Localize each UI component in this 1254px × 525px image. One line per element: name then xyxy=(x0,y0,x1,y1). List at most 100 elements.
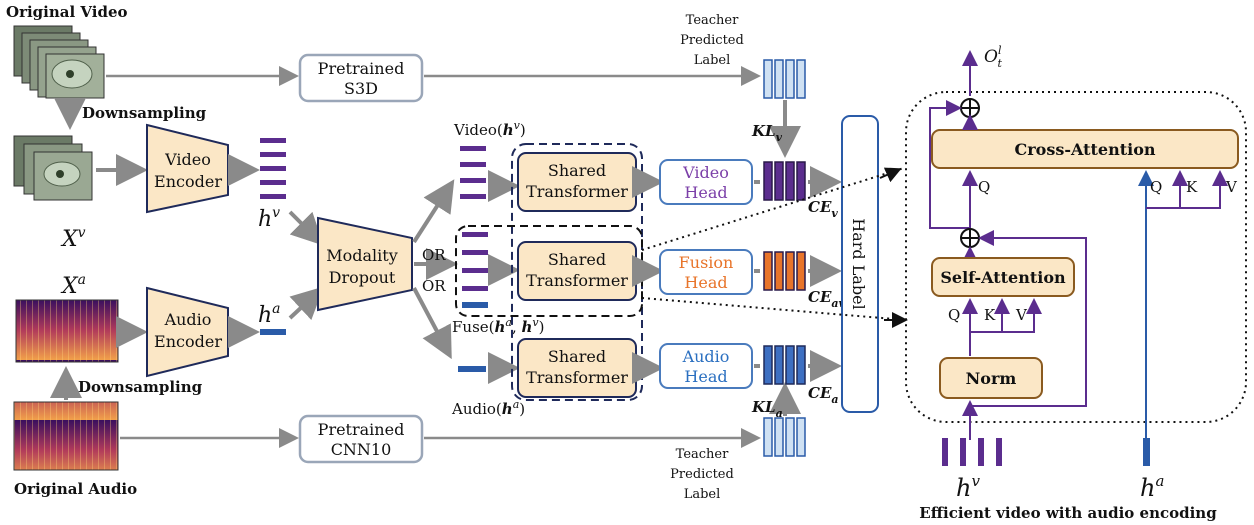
norm-label: Norm xyxy=(966,369,1017,388)
self-q-label: Q xyxy=(948,306,960,324)
modality-dropout-block xyxy=(317,216,413,312)
original-video-label: Original Video xyxy=(6,3,128,21)
hard-label-box xyxy=(841,115,879,413)
hv-token-stack xyxy=(260,138,286,199)
pretrained-cnn10-line1: Pretrained xyxy=(318,420,405,439)
dropout-to-video-arrow xyxy=(412,179,455,244)
h-v-symbol: hv xyxy=(258,205,280,232)
cross-v-branch xyxy=(1146,170,1228,209)
kl-v-label: KLv xyxy=(751,122,783,144)
video-encoder-block xyxy=(146,123,229,214)
video-pred-bars xyxy=(763,161,806,201)
fusion-head-line1: Fusion xyxy=(679,253,734,272)
teacher-top-line3: Label xyxy=(694,53,731,68)
fusion-head-line2: Head xyxy=(684,273,727,292)
video-encoder-line2: Encoder xyxy=(154,172,222,191)
detail-caption: Efficient video with audio encoding xyxy=(919,504,1217,522)
video-encoder-line1: Video xyxy=(164,150,211,169)
audio-branch-token xyxy=(458,366,486,372)
ha-to-dropout-arrow xyxy=(288,286,324,321)
teacher-top-line1: Teacher xyxy=(686,13,739,28)
audio-branch-label: Audio(ha) xyxy=(451,398,525,418)
or-label-1: OR xyxy=(422,246,446,264)
audio-encoder-line1: Audio xyxy=(164,310,212,329)
video-head-line2: Head xyxy=(684,183,727,202)
downsampled-video-frames xyxy=(13,135,93,201)
teacher-bottom-line2: Predicted xyxy=(670,467,734,482)
teacher-top-line2: Predicted xyxy=(680,33,744,48)
x-v-symbol: Xv xyxy=(60,225,86,252)
self-attention-label: Self-Attention xyxy=(940,268,1066,287)
teacher-top-bars xyxy=(763,59,806,99)
downsampled-spectrogram xyxy=(15,299,119,363)
self-attention-block xyxy=(931,257,1075,297)
video-branch-tokens xyxy=(460,146,486,199)
cross-attention-label: Cross-Attention xyxy=(1015,140,1156,159)
audio-encoder-line2: Encoder xyxy=(154,332,222,351)
audio-head-box xyxy=(659,343,753,389)
modality-dropout-line2: Dropout xyxy=(329,268,396,287)
pretrained-s3d-box xyxy=(298,53,424,103)
dropout-to-audio-arrow xyxy=(412,287,452,360)
h-a-symbol: ha xyxy=(258,301,281,328)
detail-hv-tokens xyxy=(942,438,1002,466)
modality-dropout-line1: Modality xyxy=(326,246,398,265)
self-k-label: K xyxy=(984,306,996,324)
hv-to-dropout-arrow xyxy=(288,210,324,246)
ce-v-label: CEv xyxy=(808,198,838,220)
kl-a-label: KLa xyxy=(751,398,783,420)
shared-transformer-video-line1: Shared xyxy=(548,161,606,180)
shared-transformer-fuse-line1: Shared xyxy=(548,250,606,269)
shared-transformer-video-line2: Transformer xyxy=(526,182,628,201)
hard-label-text: Hard Label xyxy=(849,218,868,309)
fusion-pred-bars xyxy=(763,251,806,291)
cross-q2-label: Q xyxy=(1150,178,1162,196)
original-spectrogram xyxy=(13,401,119,471)
audio-pred-bars xyxy=(763,345,806,385)
pretrained-cnn10-line2: CNN10 xyxy=(331,440,392,459)
ce-a-label: CEa xyxy=(808,384,839,406)
residual-connection-bottom xyxy=(970,230,1087,407)
zoom-line-bottom xyxy=(641,297,907,321)
original-video-frames xyxy=(13,25,105,99)
fuse-branch-label: Fuse(ha, hv) xyxy=(452,316,545,336)
video-branch-label: Video(hv) xyxy=(453,119,526,139)
video-head-line1: Video xyxy=(682,163,729,182)
audio-encoder-block xyxy=(146,286,229,378)
shared-transformer-audio-line2: Transformer xyxy=(526,368,628,387)
shared-transformer-audio-line1: Shared xyxy=(548,347,606,366)
detail-hv-symbol: hv xyxy=(956,472,980,502)
cross-attention-block xyxy=(931,129,1239,169)
or-label-2: OR xyxy=(422,277,446,295)
audio-head-line2: Head xyxy=(684,367,727,386)
zoom-arrow-top xyxy=(879,167,902,183)
video-head-box xyxy=(659,159,753,205)
original-audio-label: Original Audio xyxy=(14,480,137,498)
cross-q-label: Q xyxy=(978,178,990,196)
audio-head-line1: Audio xyxy=(682,347,730,366)
pretrained-s3d-line1: Pretrained xyxy=(318,59,405,78)
zoom-line-top xyxy=(641,167,905,251)
cross-k-label: K xyxy=(1186,178,1198,196)
teacher-bottom-bars xyxy=(763,417,806,457)
teacher-bottom-line1: Teacher xyxy=(676,447,729,462)
self-v-label: V xyxy=(1015,306,1028,324)
fusion-head-box xyxy=(659,249,753,295)
ha-token xyxy=(260,329,286,335)
detail-ha-token xyxy=(1143,438,1150,466)
downsampling-audio-label: Downsampling xyxy=(78,378,203,396)
ce-av-label: CEav xyxy=(808,288,846,310)
downsampling-video-label: Downsampling xyxy=(82,104,207,122)
residual-connection-top xyxy=(929,100,970,229)
self-v-branch xyxy=(970,298,1042,333)
shared-transformer-fuse-line2: Transformer xyxy=(526,271,628,290)
pretrained-s3d-line2: S3D xyxy=(344,79,378,98)
cross-v-label: V xyxy=(1225,178,1238,196)
teacher-bottom-line3: Label xyxy=(684,487,721,502)
fuse-branch-tokens xyxy=(462,232,488,308)
x-a-symbol: Xa xyxy=(60,272,86,299)
norm-block xyxy=(939,357,1043,399)
detail-ha-symbol: ha xyxy=(1140,472,1164,502)
